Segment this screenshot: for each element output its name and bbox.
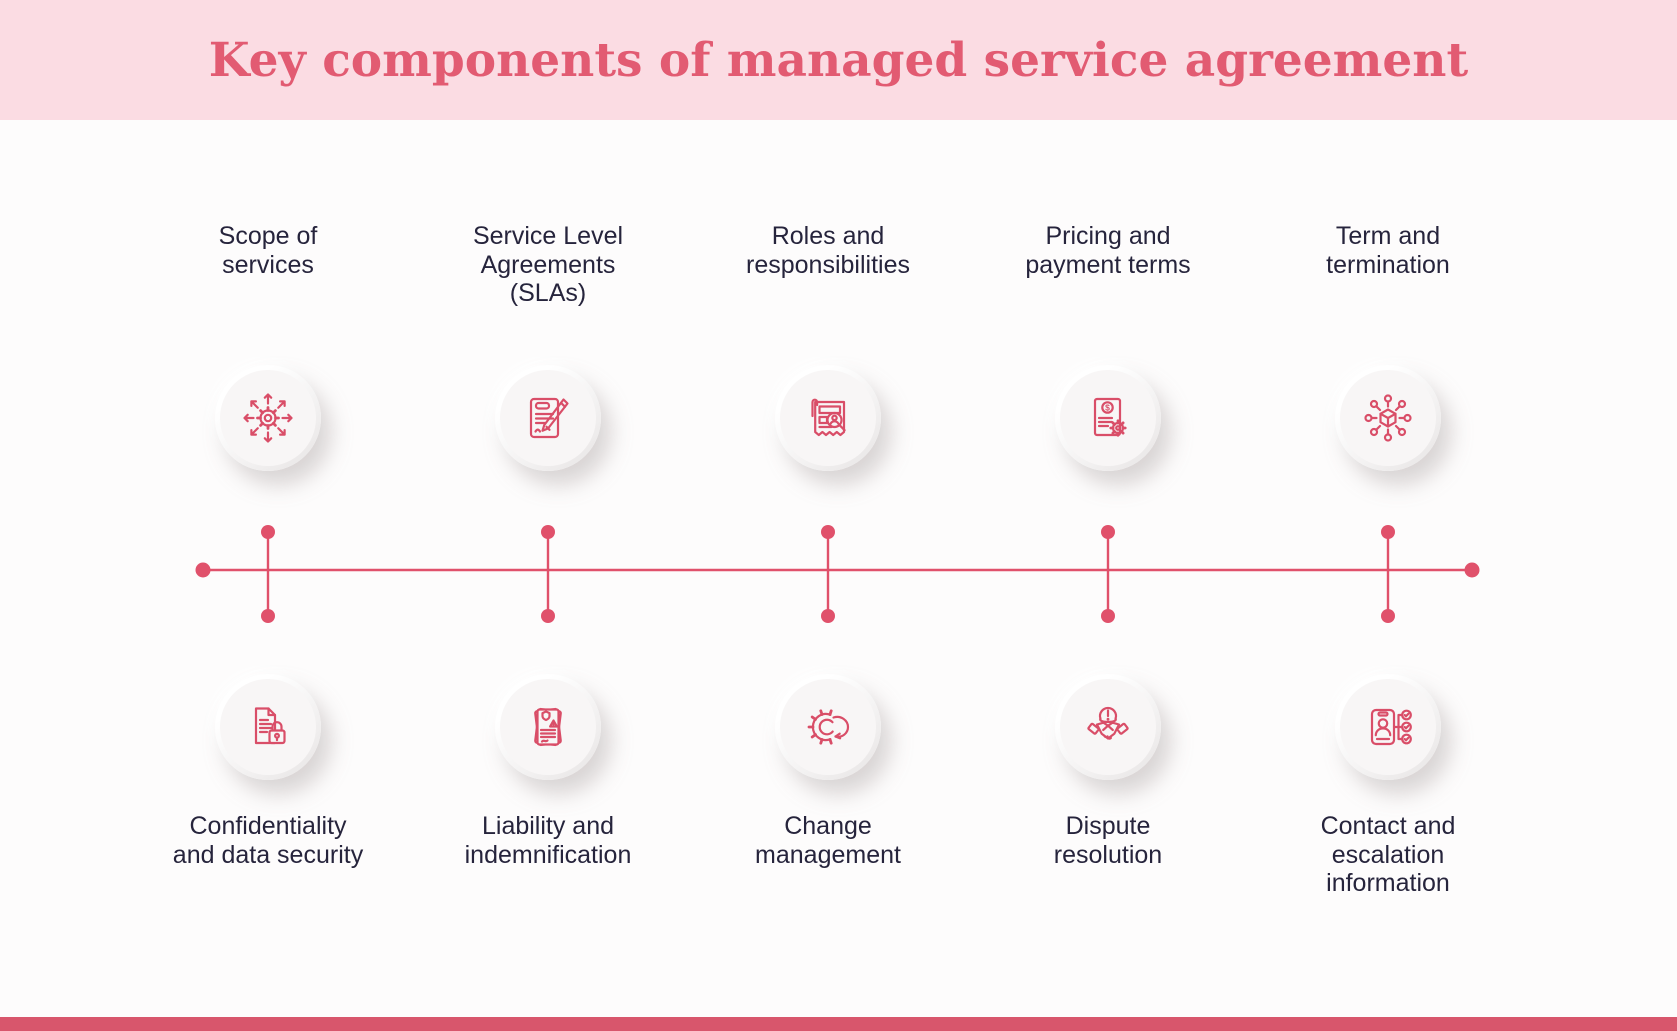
item-node-circle bbox=[1055, 674, 1161, 780]
top-item-service-level-agreements: Service Level Agreements (SLAs) bbox=[408, 222, 688, 642]
item-node-circle bbox=[775, 365, 881, 471]
item-label: Pricing and payment terms bbox=[1025, 222, 1191, 279]
item-node-circle bbox=[1335, 674, 1441, 780]
top-item-term-and-termination: Term and termination bbox=[1248, 222, 1528, 642]
timeline-stem bbox=[1381, 525, 1395, 623]
document-pen-icon bbox=[529, 397, 569, 439]
item-label: Contact and escalation information bbox=[1320, 812, 1456, 897]
item-label: Change management bbox=[755, 812, 901, 869]
top-item-pricing-and-payment-terms: Pricing and payment terms $ bbox=[968, 222, 1248, 642]
documents-shield-warning-icon bbox=[534, 707, 562, 747]
timeline-stem bbox=[1101, 525, 1115, 623]
item-node-circle bbox=[215, 674, 321, 780]
document-padlock-icon bbox=[254, 707, 286, 745]
invoice-dollar-gear-icon: $ bbox=[1093, 397, 1127, 437]
item-label: Scope of services bbox=[218, 222, 318, 279]
footer-accent-bar bbox=[0, 1017, 1677, 1031]
item-label: Liability and indemnification bbox=[464, 812, 632, 869]
item-node-circle bbox=[495, 674, 601, 780]
top-item-scope-of-services: Scope of services bbox=[128, 222, 408, 642]
item-label: Roles and responsibilities bbox=[746, 222, 910, 279]
gear-cycle-arrow-icon bbox=[807, 709, 850, 745]
bottom-item-confidentiality-data-security: Confidentiality and data security bbox=[128, 674, 408, 1004]
handshake-alert-icon bbox=[1087, 706, 1129, 740]
item-node-circle: $ bbox=[1055, 365, 1161, 471]
item-node-circle bbox=[215, 365, 321, 471]
item-label: Dispute resolution bbox=[1053, 812, 1163, 869]
top-item-roles-and-responsibilities: Roles and responsibilities bbox=[688, 222, 968, 642]
dollar-symbol: $ bbox=[1105, 403, 1110, 413]
timeline-end-dot-left bbox=[195, 562, 211, 578]
timeline-end-dot-right bbox=[1464, 562, 1480, 578]
item-node-circle bbox=[1335, 365, 1441, 471]
item-label: Service Level Agreements (SLAs) bbox=[472, 222, 624, 307]
item-label: Confidentiality and data security bbox=[172, 812, 364, 869]
timeline-stem bbox=[261, 525, 275, 623]
infographic-title: Key components of managed service agreem… bbox=[208, 32, 1469, 88]
bottom-item-change-management: Change management bbox=[688, 674, 968, 1004]
cube-network-icon bbox=[1364, 394, 1412, 442]
bottom-item-contact-escalation-information: Contact and escalation information bbox=[1248, 674, 1528, 1004]
timeline-graphic bbox=[195, 525, 1480, 623]
timeline-stem bbox=[821, 525, 835, 623]
timeline-stem bbox=[541, 525, 555, 623]
bottom-item-dispute-resolution: Dispute resolution bbox=[968, 674, 1248, 1004]
item-label: Term and termination bbox=[1326, 222, 1450, 279]
document-magnifier-person-icon bbox=[811, 398, 846, 437]
item-node-circle bbox=[775, 674, 881, 780]
phone-contacts-checklist-icon bbox=[1370, 708, 1412, 746]
bottom-item-liability-indemnification: Liability and indemnification bbox=[408, 674, 688, 1004]
scope-arrows-gear-icon bbox=[243, 393, 293, 443]
item-node-circle bbox=[495, 365, 601, 471]
header-band: Key components of managed service agreem… bbox=[0, 0, 1677, 120]
